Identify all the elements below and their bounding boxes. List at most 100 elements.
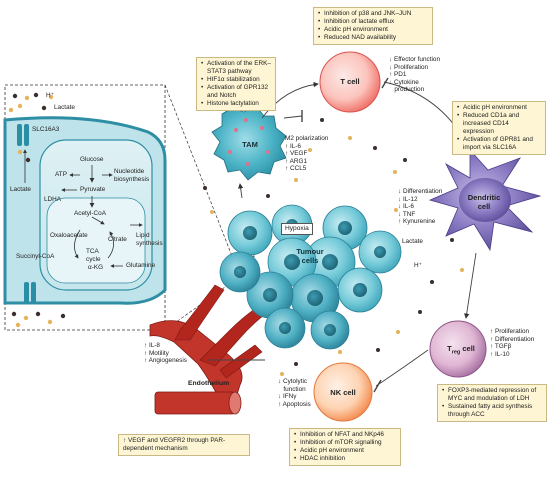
transporter-bottom <box>24 282 36 304</box>
tumour-cells-label: Tumour cells <box>296 247 324 265</box>
succinyl-coa-label: Succinyl-CoA <box>16 253 55 260</box>
tam-effects: M2 polarization ↑ IL-6 ↑ VEGF ↑ ARG1 ↑ C… <box>285 135 328 173</box>
dendritic-mechanisms-box: Acidic pH environment Reduced CD1a and i… <box>452 101 546 155</box>
h-plus-mid-label: H⁺ <box>414 262 422 269</box>
tam-effect-item: ↑ VEGF <box>285 150 308 158</box>
mitochondrion-inner <box>46 197 146 284</box>
oxaloacetate-label: Oxaloacetate <box>50 232 88 239</box>
tam-effect-item: ↑ ARG1 <box>285 157 308 165</box>
vegf-text: ↑ VEGF and VEGFR2 through PAR-dependent … <box>123 437 226 452</box>
dendritic-effect-item: ↓ TNF <box>398 210 416 218</box>
treg-sub-text: reg <box>451 349 461 356</box>
treg-effect-item: ↑ IL-10 <box>490 350 510 358</box>
nk-effect-item: function <box>278 385 306 393</box>
dendritic-mechanism-item: Activation of GPR81 and import via SLC16… <box>457 136 541 152</box>
t-cell-effect-item: ↓ Effector function <box>389 56 441 63</box>
treg-suffix-text: cell <box>462 344 475 353</box>
endothelium-effect-item: ↑ IL-8 <box>144 342 160 349</box>
dendritic-mechanism-item: Reduced CD1a and increased CD14 expressi… <box>457 112 541 136</box>
tam-effect-item: ↑ IL-6 <box>285 142 301 150</box>
nk-mechanism-item: HDAC inhibition <box>294 455 396 463</box>
endothelium-label: Endothelium <box>188 380 230 387</box>
lactate-mid-label: Lactate <box>402 238 423 245</box>
t-cell-mechanism-item: Inhibition of lactate efflux <box>318 18 428 26</box>
treg-effect-item: ↑ Proliferation <box>490 328 530 335</box>
treg-mechanisms-box: FOXP3-mediated repression of MYC and mod… <box>437 384 547 422</box>
glutamine-label: Glutamine <box>126 262 156 269</box>
nk-mechanism-item: Inhibition of mTOR signalling <box>294 439 396 447</box>
nk-effect-item: ↓ IFNγ <box>278 393 297 401</box>
atp-label: ATP <box>55 171 67 178</box>
treg-effect-item: ↑ TGFβ <box>490 343 512 351</box>
nk-effect-item: ↑ Apoptosis <box>278 400 311 408</box>
lactate-out-label: Lactate <box>54 104 75 111</box>
vegf-box: ↑ VEGF and VEGFR2 through PAR-dependent … <box>118 434 250 456</box>
tam-mechanisms-box: Activation of the ERK–STAT3 pathway HIF1… <box>196 57 276 111</box>
acetyl-coa-label: Acetyl-CoA <box>74 210 106 217</box>
tam-mechanism-item: HIF1α stabilization <box>201 76 271 84</box>
pathway-arrows <box>23 149 143 268</box>
treg-cell-label: Treg cell <box>436 344 486 356</box>
dendritic-effect-item: ↓ IL-12 <box>398 195 418 203</box>
nk-effects: ↓ Cytolytic function ↓ IFNγ ↑ Apoptosis <box>278 378 311 408</box>
pyruvate-label: Pyruvate <box>80 186 106 193</box>
treg-effect-item: ↑ Differentiation <box>490 335 535 343</box>
citrate-label: Citrate <box>108 236 127 243</box>
hypoxia-label: Hypoxia <box>281 223 313 235</box>
nk-cell <box>313 362 373 422</box>
nucleotide-label: Nucleotide biosynthesis <box>114 168 150 183</box>
dendritic-effect-item: ↓ Differentiation <box>398 188 443 195</box>
t-cell-effect-item: ↑ PD1 <box>389 71 407 79</box>
t-cell-mechanisms-box: Inhibition of p38 and JNK–JUN Inhibition… <box>313 7 433 45</box>
t-cell-effect-item: production <box>389 86 425 94</box>
blood-vessel <box>149 284 269 415</box>
tam-label: TAM <box>242 140 258 149</box>
akg-label: α-KG <box>88 264 104 271</box>
ldha-label: LDHA <box>44 196 62 203</box>
nk-effect-item: ↓ Cytolytic <box>278 378 308 385</box>
t-cell-effects: ↓ Effector function ↓ Proliferation ↑ PD… <box>389 56 440 94</box>
t-cell <box>319 51 381 113</box>
dendritic-mechanism-item: Acidic pH environment <box>457 104 541 112</box>
endothelium-effect-item: ↑ Motility <box>144 349 169 357</box>
slc16a3-label: SLC16A3 <box>32 126 60 133</box>
t-cell-mechanism-item: Acidic pH environment <box>318 26 428 34</box>
tam-cell <box>211 105 287 181</box>
dendritic-effects: ↓ Differentiation ↓ IL-12 ↓ IL-6 ↓ TNF ↑… <box>398 188 442 226</box>
tam-effect-item: M2 polarization <box>285 135 329 142</box>
dendritic-cell-body <box>459 178 511 222</box>
nk-mechanism-item: Acidic pH environment <box>294 447 396 455</box>
metabolite-dots-zoom <box>8 92 66 328</box>
dendritic-effect-item: ↓ IL-6 <box>398 203 414 211</box>
h-plus-label: H⁺ <box>46 92 54 99</box>
treg-mechanism-item: FOXP3-mediated repression of MYC and mod… <box>442 387 542 403</box>
treg-cell <box>429 320 487 378</box>
tam-mechanism-item: Histone lactylation <box>201 100 271 108</box>
zoom-line-top <box>164 84 233 257</box>
nk-cell-label: NK cell <box>330 388 356 397</box>
tumour-cells-cluster <box>219 204 402 350</box>
t-cell-mechanism-item: Inhibition of p38 and JNK–JUN <box>318 10 428 18</box>
t-cell-effect-item: ↓ Proliferation <box>389 63 429 71</box>
dendritic-cell-label: Dendritic cell <box>467 193 501 211</box>
zoom-line-bottom <box>164 281 233 331</box>
dendritic-effect-item: ↑ Kynurenine <box>398 218 436 226</box>
tam-mechanism-item: Activation of GPR132 and Notch <box>201 84 271 100</box>
treg-main-text: T <box>447 344 452 353</box>
glucose-label: Glucose <box>80 156 104 163</box>
endothelium-effects: ↑ IL-8 ↑ Motility ↑ Angiogenesis <box>144 342 187 365</box>
nk-mechanisms-box: Inhibition of NFAT and NKp46 Inhibition … <box>289 428 401 466</box>
treg-mechanism-item: Sustained fatty acid synthesis through A… <box>442 403 542 419</box>
tca-cycle-label: TCA cycle <box>86 248 101 263</box>
metabolite-dots-tme <box>203 118 464 376</box>
tam-granules <box>228 118 270 166</box>
treg-effects: ↑ Proliferation ↑ Differentiation ↑ TGFβ… <box>490 328 534 358</box>
nk-mechanism-item: Inhibition of NFAT and NKp46 <box>294 431 396 439</box>
t-cell-label: T cell <box>340 77 360 86</box>
t-cell-effect-item: ↓ Cytokine <box>389 78 419 86</box>
lipid-synthesis-label: Lipid synthesis <box>136 232 163 247</box>
slc16a3-transporter-top <box>17 124 29 146</box>
lactate-in-label: Lactate <box>10 186 31 193</box>
